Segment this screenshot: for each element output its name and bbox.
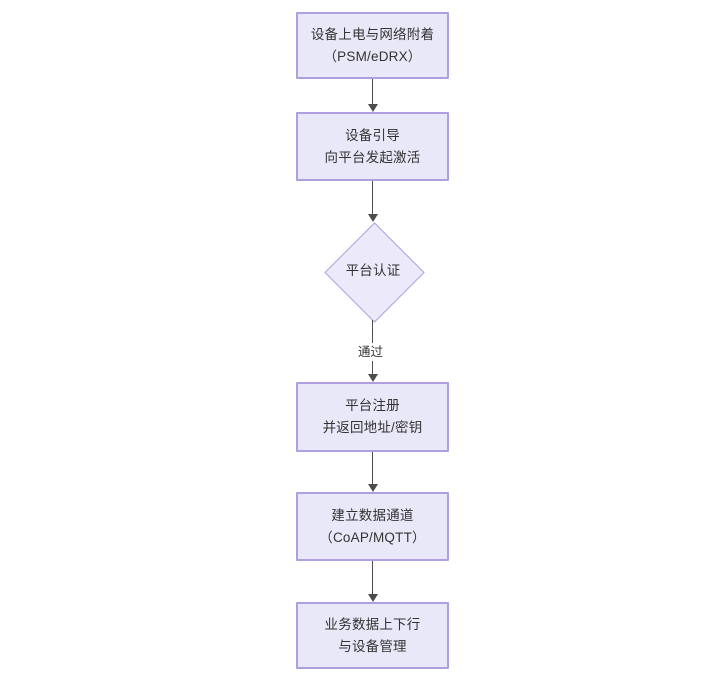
flow-edge-2-line xyxy=(372,181,374,215)
flow-node-power-on-label: 设备上电与网络附着 （PSM/eDRX） xyxy=(310,26,435,64)
flow-node-bootstrap[interactable]: 设备引导 向平台发起激活 xyxy=(296,112,449,181)
flow-node-business-data-label: 业务数据上下行 与设备管理 xyxy=(324,616,421,654)
flow-node-data-channel[interactable]: 建立数据通道 （CoAP/MQTT） xyxy=(296,492,449,561)
flow-node-platform-auth[interactable]: 平台认证 xyxy=(323,221,425,323)
flow-edge-4-arrowhead xyxy=(367,484,378,492)
flow-node-data-channel-label: 建立数据通道 （CoAP/MQTT） xyxy=(319,507,426,545)
flow-edge-2-arrowhead xyxy=(367,214,378,222)
flow-node-platform-auth-label: 平台认证 xyxy=(345,263,401,278)
flow-node-power-on[interactable]: 设备上电与网络附着 （PSM/eDRX） xyxy=(296,12,449,79)
flow-edge-5-line xyxy=(372,561,374,595)
flow-edge-3-label: 通过 xyxy=(355,343,387,361)
flow-node-bootstrap-label: 设备引导 向平台发起激活 xyxy=(324,127,421,165)
flow-edge-4-line xyxy=(372,452,374,485)
flow-node-platform-register[interactable]: 平台注册 并返回地址/密钥 xyxy=(296,382,449,452)
flow-edge-5-arrowhead xyxy=(367,594,378,602)
flow-node-business-data[interactable]: 业务数据上下行 与设备管理 xyxy=(296,602,449,669)
flow-node-platform-register-label: 平台注册 并返回地址/密钥 xyxy=(322,398,423,435)
flow-edge-1-arrowhead xyxy=(367,104,378,112)
flow-edge-1-line xyxy=(372,79,374,105)
flow-edge-3-arrowhead xyxy=(367,374,378,382)
